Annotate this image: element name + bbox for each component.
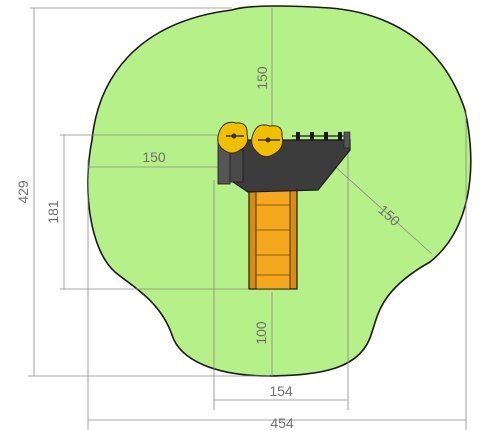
extension-lines	[28, 7, 467, 430]
dim-label-total-height: 429	[15, 180, 31, 204]
spring-rider-figure	[217, 121, 249, 154]
dim-label-total-width: 454	[270, 415, 294, 430]
dim-label-zone-top: 150	[254, 66, 270, 90]
dim-label-equipment-width: 154	[269, 383, 293, 399]
spring-rider-figure	[251, 124, 284, 158]
dimension-lines	[33, 8, 466, 421]
dim-label-slide-length: 181	[45, 200, 61, 224]
dim-label-zone-left: 150	[142, 149, 166, 165]
slide-chute	[248, 184, 298, 290]
dim-label-zone-bottom: 100	[253, 321, 269, 345]
